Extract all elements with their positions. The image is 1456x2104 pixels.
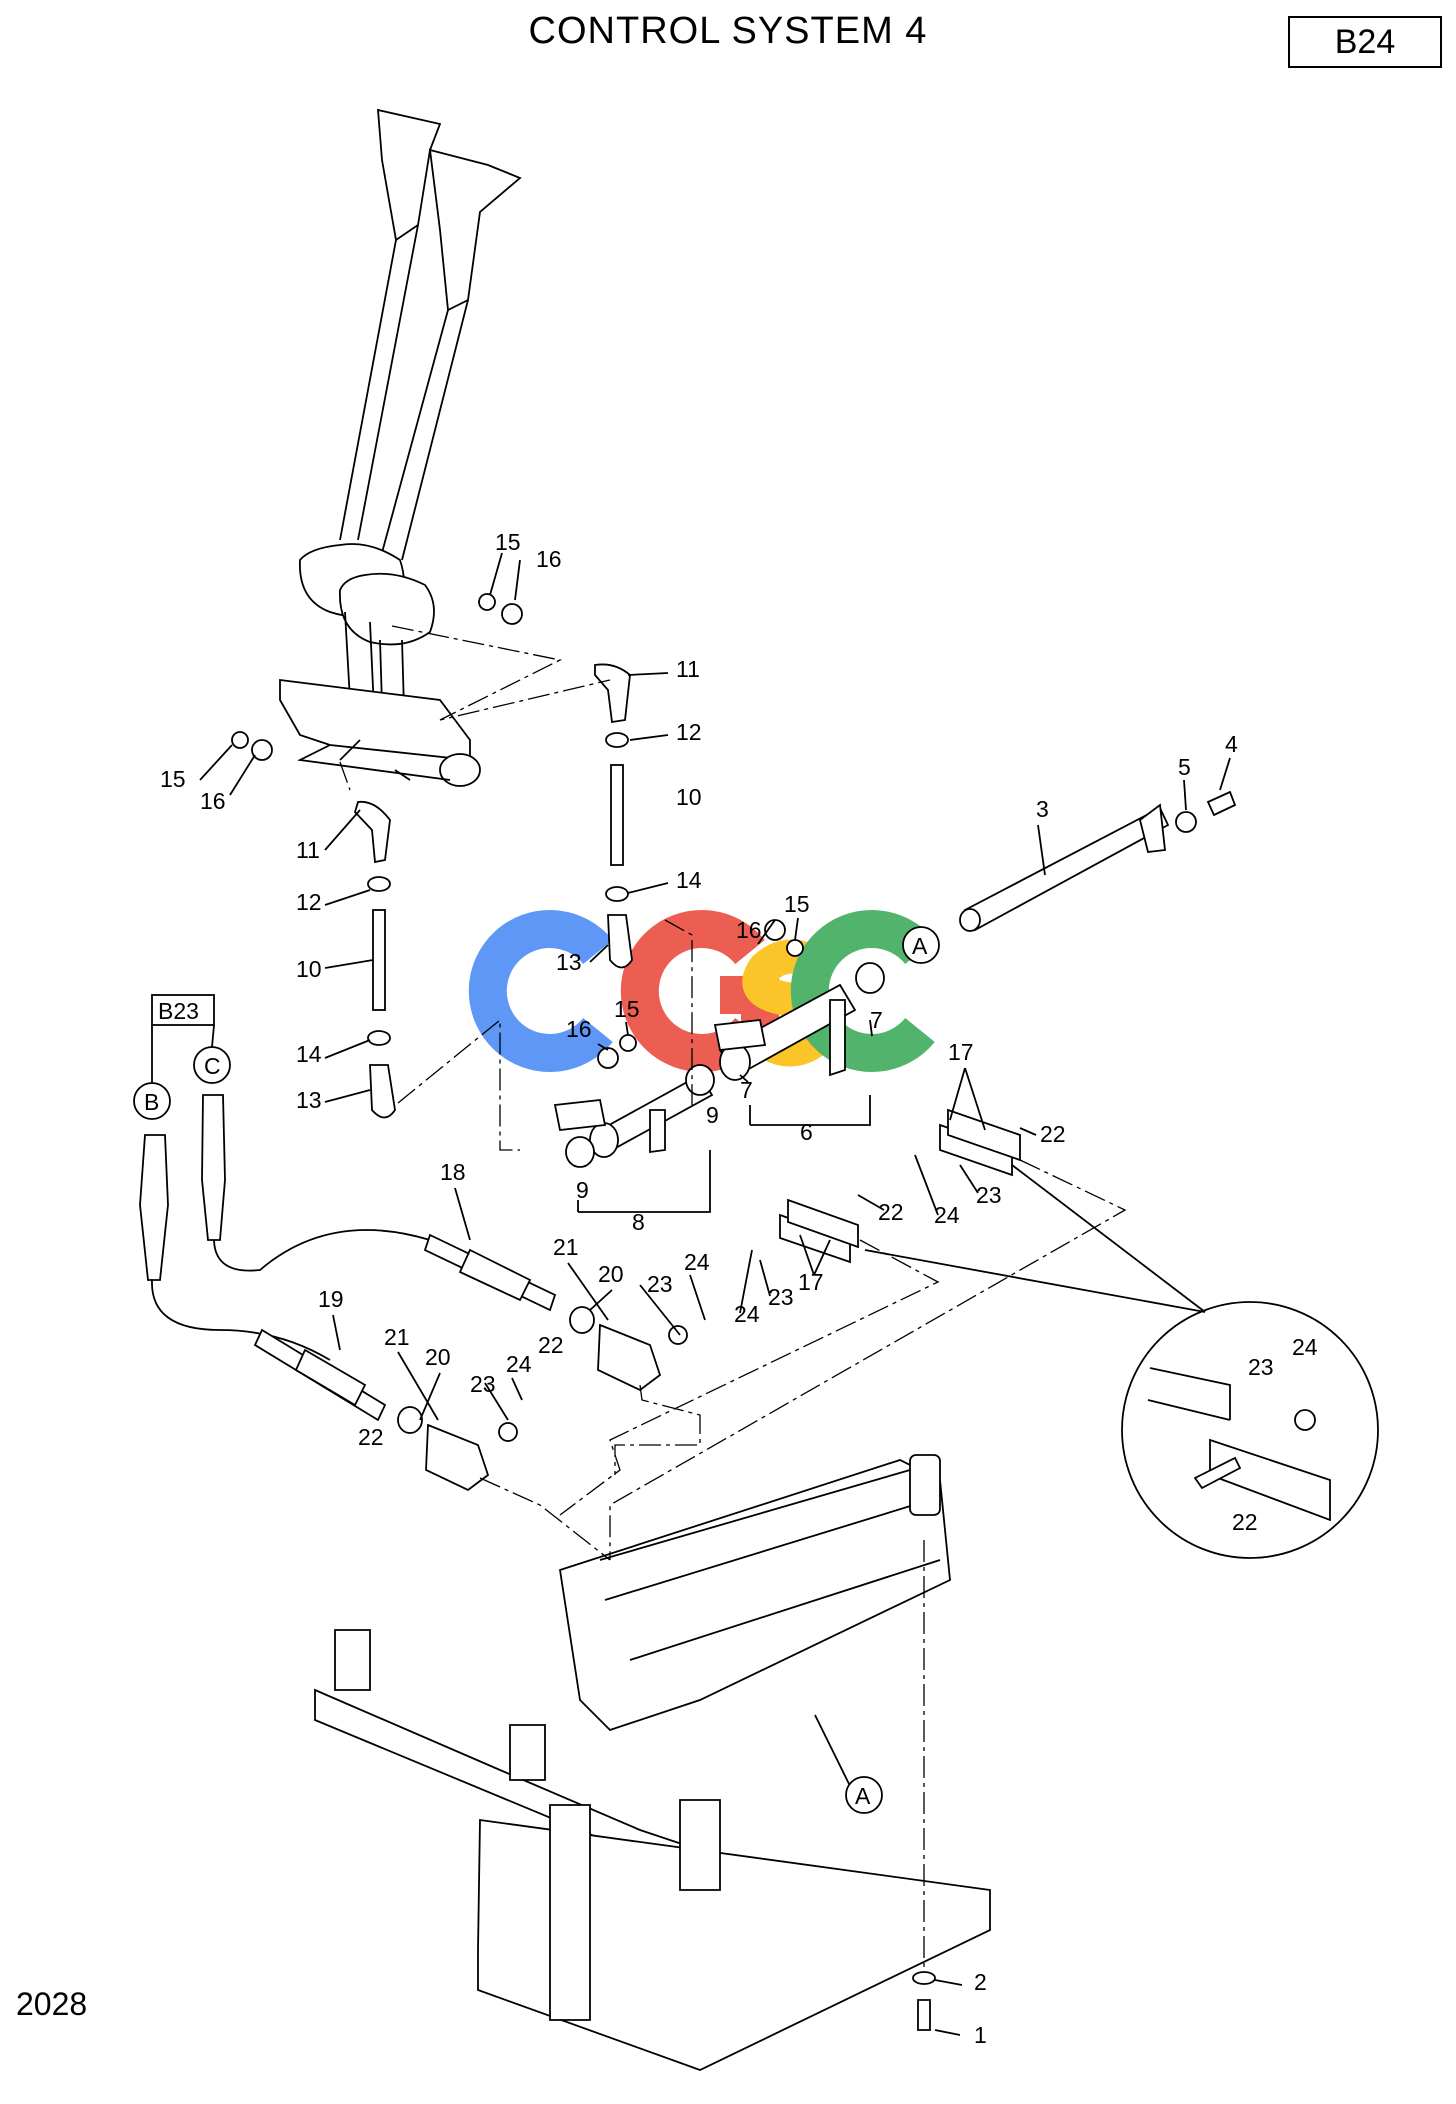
- nuts-washers: [231, 593, 804, 1069]
- watermark-letter-c1: [468, 910, 613, 1072]
- label-leaders: [199, 552, 1231, 2036]
- part-label: 18: [440, 1159, 466, 1185]
- rod-19: [253, 1328, 387, 1422]
- part-label: 3: [1036, 796, 1049, 822]
- part-label: 22: [878, 1199, 904, 1225]
- part-label: 5: [1178, 754, 1191, 780]
- callout-a-lower-text: A: [855, 1783, 871, 1809]
- base-frame: [314, 1629, 991, 2071]
- part-label: 12: [676, 719, 702, 745]
- part-label: 20: [598, 1261, 624, 1287]
- watermark: [468, 910, 935, 1072]
- watermark-letter-c2: [790, 910, 935, 1072]
- lever-assembly-6: [713, 962, 885, 1081]
- part-label: 15: [614, 996, 640, 1022]
- part-label: 17: [948, 1039, 974, 1065]
- part-label: 22: [1232, 1509, 1258, 1535]
- part-label: 21: [553, 1234, 579, 1260]
- callout-a-upper-text: A: [912, 933, 928, 959]
- part-label: 23: [647, 1271, 673, 1297]
- reference-box-text: B23: [158, 998, 199, 1024]
- cables: [139, 1094, 431, 1361]
- part-label: 20: [425, 1344, 451, 1370]
- control-valve: [558, 1454, 951, 1732]
- page-title: CONTROL SYSTEM 4: [528, 10, 928, 52]
- part-label: 17: [798, 1269, 824, 1295]
- part-label: 19: [318, 1286, 344, 1312]
- part-label: 16: [200, 788, 226, 814]
- rod-18: [423, 1233, 557, 1312]
- lever-assembly-8: [553, 1064, 715, 1168]
- clevises: [397, 1306, 688, 1492]
- plates-17: [779, 1108, 1021, 1264]
- part-label: 13: [296, 1087, 322, 1113]
- part-label: 2: [974, 1969, 987, 1995]
- part-label: 1: [974, 2022, 987, 2048]
- part-label: 11: [296, 837, 320, 863]
- part-label: 16: [736, 917, 762, 943]
- part-label: 21: [384, 1324, 410, 1350]
- part-label: 24: [734, 1301, 760, 1327]
- callout-a-upper: [902, 926, 940, 964]
- part-label: 8: [632, 1209, 645, 1235]
- part-label: 24: [934, 1202, 960, 1228]
- part-label: 9: [576, 1177, 589, 1203]
- part-label: 10: [296, 956, 322, 982]
- linkage-left: [353, 800, 396, 1119]
- callout-b-text: B: [144, 1089, 159, 1115]
- control-levers: [279, 108, 522, 787]
- callout-c-text: C: [204, 1053, 221, 1079]
- sheet-code-box: B24: [1288, 16, 1442, 68]
- part-label: 22: [358, 1424, 384, 1450]
- reference-box: [151, 994, 215, 1083]
- part-label: 14: [676, 867, 702, 893]
- part-label: 7: [740, 1077, 753, 1103]
- part-label: 22: [538, 1332, 564, 1358]
- part-label: 6: [800, 1119, 813, 1145]
- part-label: 22: [1040, 1121, 1066, 1147]
- part-label: 13: [556, 949, 582, 975]
- part-label: 24: [1292, 1334, 1318, 1360]
- part-label: 15: [160, 766, 186, 792]
- shaft-3: [959, 790, 1237, 932]
- part-label: 9: [706, 1102, 719, 1128]
- part-label: 24: [684, 1249, 710, 1275]
- part-label: 23: [976, 1182, 1002, 1208]
- part-label: 7: [870, 1007, 883, 1033]
- detail-circle: [1121, 1301, 1379, 1559]
- part-label: 23: [1248, 1354, 1274, 1380]
- part-label: 14: [296, 1041, 322, 1067]
- dashed-leaders: [339, 625, 1206, 1791]
- part-label: 16: [536, 546, 562, 572]
- callout-a-lower: [845, 1776, 883, 1814]
- part-label: 16: [566, 1016, 592, 1042]
- page-number: 2028: [16, 1986, 88, 2022]
- part-label: 4: [1225, 731, 1238, 757]
- part-label: 15: [495, 529, 521, 555]
- part-label: 23: [768, 1284, 794, 1310]
- part-label: 11: [676, 656, 700, 682]
- base-bolts: [912, 1540, 936, 2031]
- part-label: 10: [676, 784, 702, 810]
- part-label: 15: [784, 891, 810, 917]
- part-label: 24: [506, 1351, 532, 1377]
- part-label: 12: [296, 889, 322, 915]
- linkage-right: [594, 663, 633, 969]
